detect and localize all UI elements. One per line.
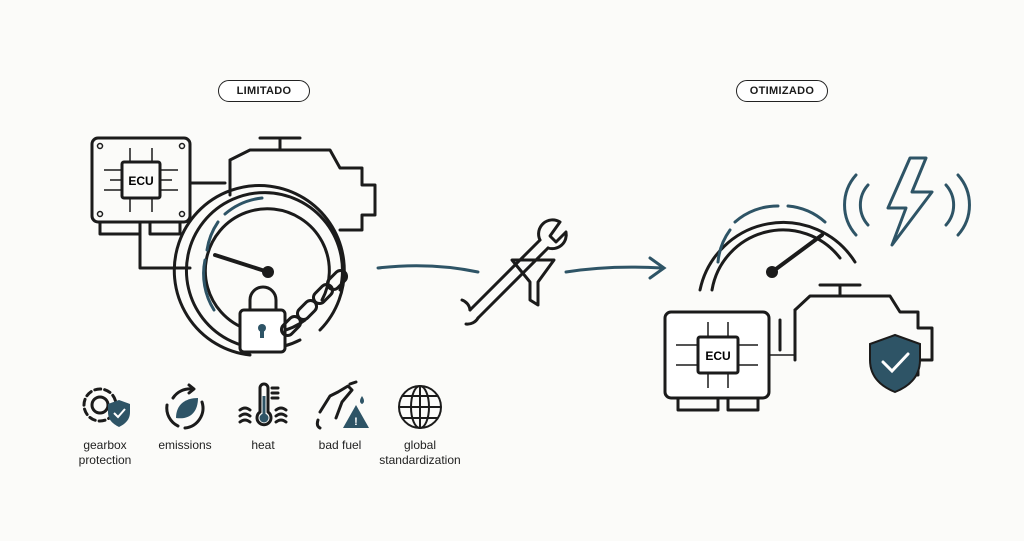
flow-line-in bbox=[376, 264, 480, 274]
fuel-nozzle-warning-icon: ! bbox=[315, 380, 369, 430]
ecu-label-left: ECU bbox=[128, 174, 153, 188]
factor-label-heat: heat bbox=[251, 438, 275, 452]
thermometer-icon bbox=[238, 382, 288, 427]
chain-icon bbox=[279, 268, 349, 338]
ecu-module-left: ECU bbox=[90, 136, 227, 270]
optimized-label: OTIMIZADO bbox=[736, 80, 828, 102]
engine-icon-left bbox=[228, 136, 377, 232]
ecu-label-right: ECU bbox=[705, 349, 730, 363]
funnel-icon bbox=[510, 258, 556, 307]
ecu-module-right: ECU bbox=[663, 310, 795, 412]
flow-arrow-out bbox=[564, 265, 664, 274]
limited-label: LIMITADO bbox=[218, 80, 310, 102]
factor-label-bad-fuel: bad fuel bbox=[318, 438, 362, 452]
padlock-icon bbox=[238, 285, 287, 354]
leaf-cycle-icon bbox=[165, 383, 205, 430]
gear-shield-icon bbox=[82, 387, 130, 427]
svg-text:!: ! bbox=[354, 416, 358, 428]
gauge-optimized bbox=[698, 204, 857, 292]
shield-check-icon bbox=[869, 333, 921, 394]
globe-icon bbox=[398, 385, 442, 429]
factor-label-emissions: emissions bbox=[158, 438, 212, 452]
lightning-signal-icon bbox=[843, 156, 971, 247]
